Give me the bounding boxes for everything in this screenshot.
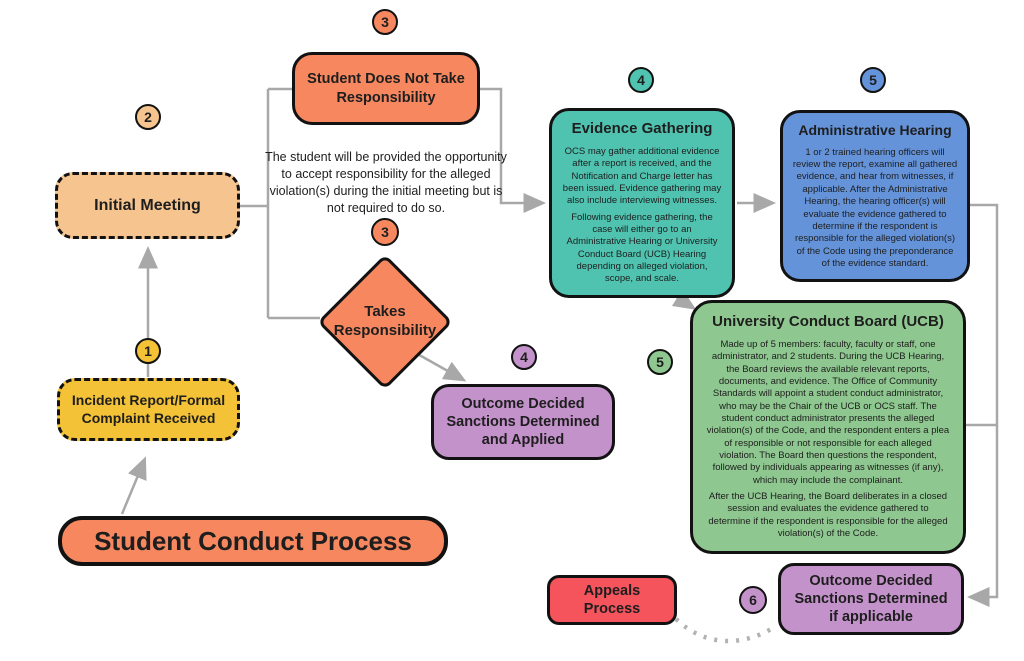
step-badge-4-outcome: 4 (511, 344, 537, 370)
step-badge-6: 6 (739, 586, 767, 614)
takes-responsibility-node: Takes Responsibility (317, 254, 453, 390)
responsibility-note: The student will be provided the opportu… (265, 150, 507, 215)
ucb-node: University Conduct Board (UCB) Made up o… (690, 300, 966, 554)
connector-outcome-to-appeals-dotted (674, 617, 778, 644)
appeals-process-node: Appeals Process (547, 575, 677, 625)
step-badge-3-not-responsible: 3 (372, 9, 398, 35)
step-badge-4-evidence: 4 (628, 67, 654, 93)
evidence-gathering-paragraph-1: OCS may gather additional evidence after… (562, 146, 722, 207)
step-badge-5-admin: 5 (860, 67, 886, 93)
evidence-gathering-node: Evidence Gathering OCS may gather additi… (549, 108, 735, 298)
incident-report-node: Incident Report/Formal Complaint Receive… (57, 378, 240, 441)
step-badge-2: 2 (135, 104, 161, 130)
appeals-process-label: Appeals Process (583, 582, 641, 617)
connector-notresp-to-evidence (480, 87, 546, 213)
step-badge-1: 1 (135, 338, 161, 364)
not-responsible-label: Student Does Not Take Responsibility (307, 71, 465, 106)
step-badge-5-ucb: 5 (647, 349, 673, 375)
title-node: Student Conduct Process (58, 516, 448, 566)
ucb-title: University Conduct Board (UCB) (712, 313, 944, 330)
ucb-paragraph-2: After the UCB Hearing, the Board deliber… (708, 491, 948, 540)
step-badge-3-takes-responsibility: 3 (371, 218, 399, 246)
evidence-gathering-title: Evidence Gathering (571, 120, 713, 137)
connector-title-to-incident (120, 456, 147, 515)
administrative-hearing-paragraph: 1 or 2 trained hearing officers will rev… (792, 146, 958, 269)
not-responsible-node: Student Does Not Take Responsibility (292, 52, 480, 125)
ucb-paragraph-1: Made up of 5 members: faculty, faculty o… (706, 339, 950, 486)
connector-diamond-to-outcome (413, 350, 467, 382)
outcome-applied-node: Outcome Decided Sanctions Determined and… (431, 384, 615, 460)
initial-meeting-node: Initial Meeting (55, 172, 240, 239)
page-title: Student Conduct Process (94, 525, 412, 556)
administrative-hearing-title: Administrative Hearing (798, 122, 952, 138)
administrative-hearing-node: Administrative Hearing 1 or 2 trained he… (780, 110, 970, 283)
connector-admin-to-outcome (967, 203, 999, 607)
outcome-applied-label: Outcome Decided Sanctions Determined and… (446, 395, 600, 449)
evidence-gathering-paragraph-2: Following evidence gathering, the case w… (566, 211, 718, 285)
incident-report-label: Incident Report/Formal Complaint Receive… (71, 392, 226, 426)
takes-responsibility-label: Takes Responsibility (333, 303, 437, 339)
outcome-conditional-node: Outcome Decided Sanctions Determined if … (778, 563, 964, 635)
initial-meeting-label: Initial Meeting (94, 196, 201, 214)
connector-initial-branch (240, 87, 320, 320)
outcome-conditional-label: Outcome Decided Sanctions Determined if … (794, 572, 948, 626)
